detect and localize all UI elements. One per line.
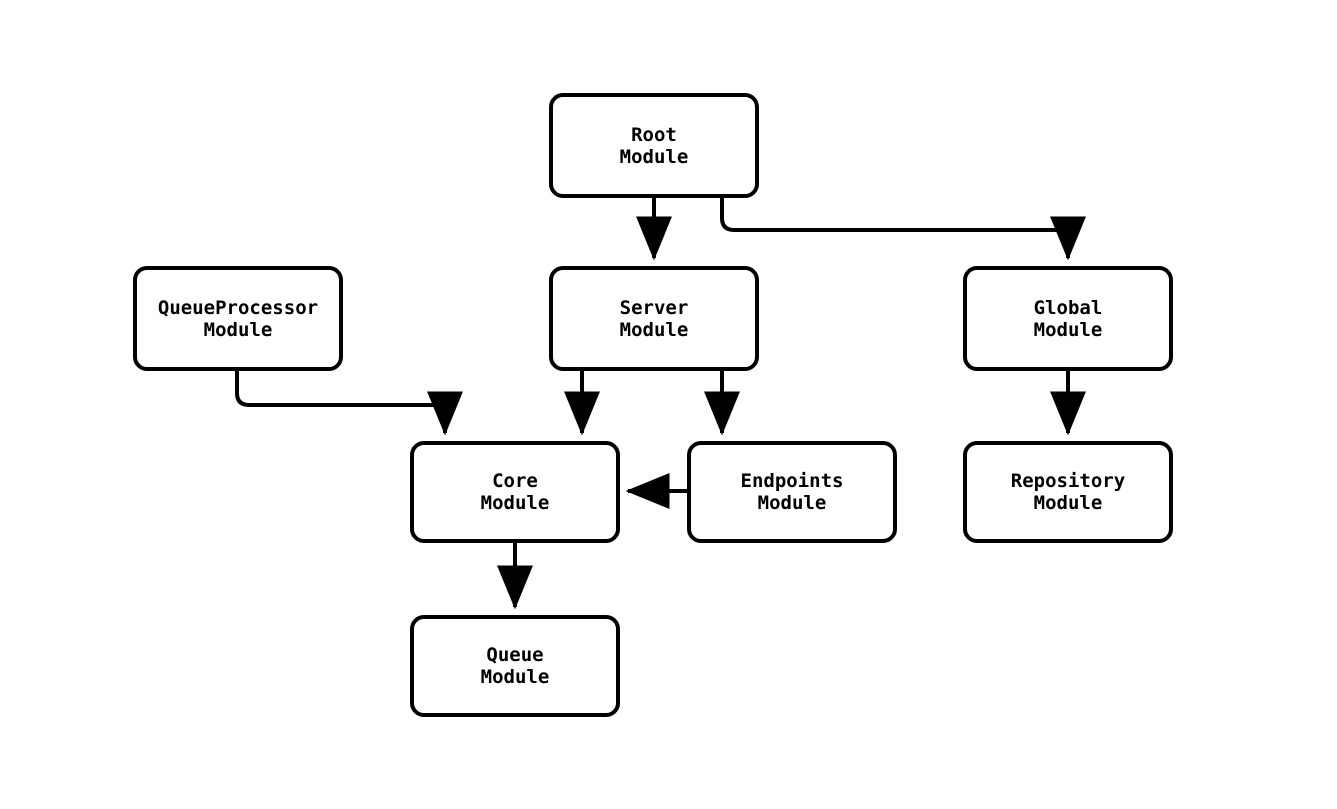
node-queueprocessor-module-line2: Module [203, 318, 273, 341]
node-global-module-line1: Global [1033, 296, 1103, 319]
node-queueprocessor-module[interactable]: QueueProcessor Module [133, 266, 343, 371]
node-endpoints-module[interactable]: Endpoints Module [687, 441, 897, 543]
node-repository-module[interactable]: Repository Module [963, 441, 1173, 543]
node-queue-module-line1: Queue [486, 644, 544, 666]
node-repository-module-line1: Repository [1010, 470, 1126, 492]
edge-root-to-global [720, 198, 1086, 261]
node-root-module-line2: Module [619, 145, 689, 168]
node-queue-module-line2: Module [480, 666, 550, 688]
node-endpoints-module-line1: Endpoints [740, 470, 844, 492]
node-core-module-line1: Core [492, 470, 538, 492]
node-queue-module[interactable]: Queue Module [410, 615, 620, 717]
node-root-module-line1: Root [631, 123, 677, 146]
node-global-module-line2: Module [1033, 318, 1103, 341]
node-core-module-line2: Module [480, 492, 550, 514]
node-server-module-line2: Module [619, 318, 689, 341]
edge-queueprocessor-to-core [235, 371, 463, 436]
node-repository-module-line2: Module [1033, 492, 1103, 514]
node-root-module[interactable]: Root Module [549, 93, 759, 198]
node-server-module-line1: Server [619, 296, 689, 319]
node-server-module[interactable]: Server Module [549, 266, 759, 371]
node-queueprocessor-module-line1: QueueProcessor [157, 296, 319, 319]
node-core-module[interactable]: Core Module [410, 441, 620, 543]
node-endpoints-module-line2: Module [757, 492, 827, 514]
node-global-module[interactable]: Global Module [963, 266, 1173, 371]
